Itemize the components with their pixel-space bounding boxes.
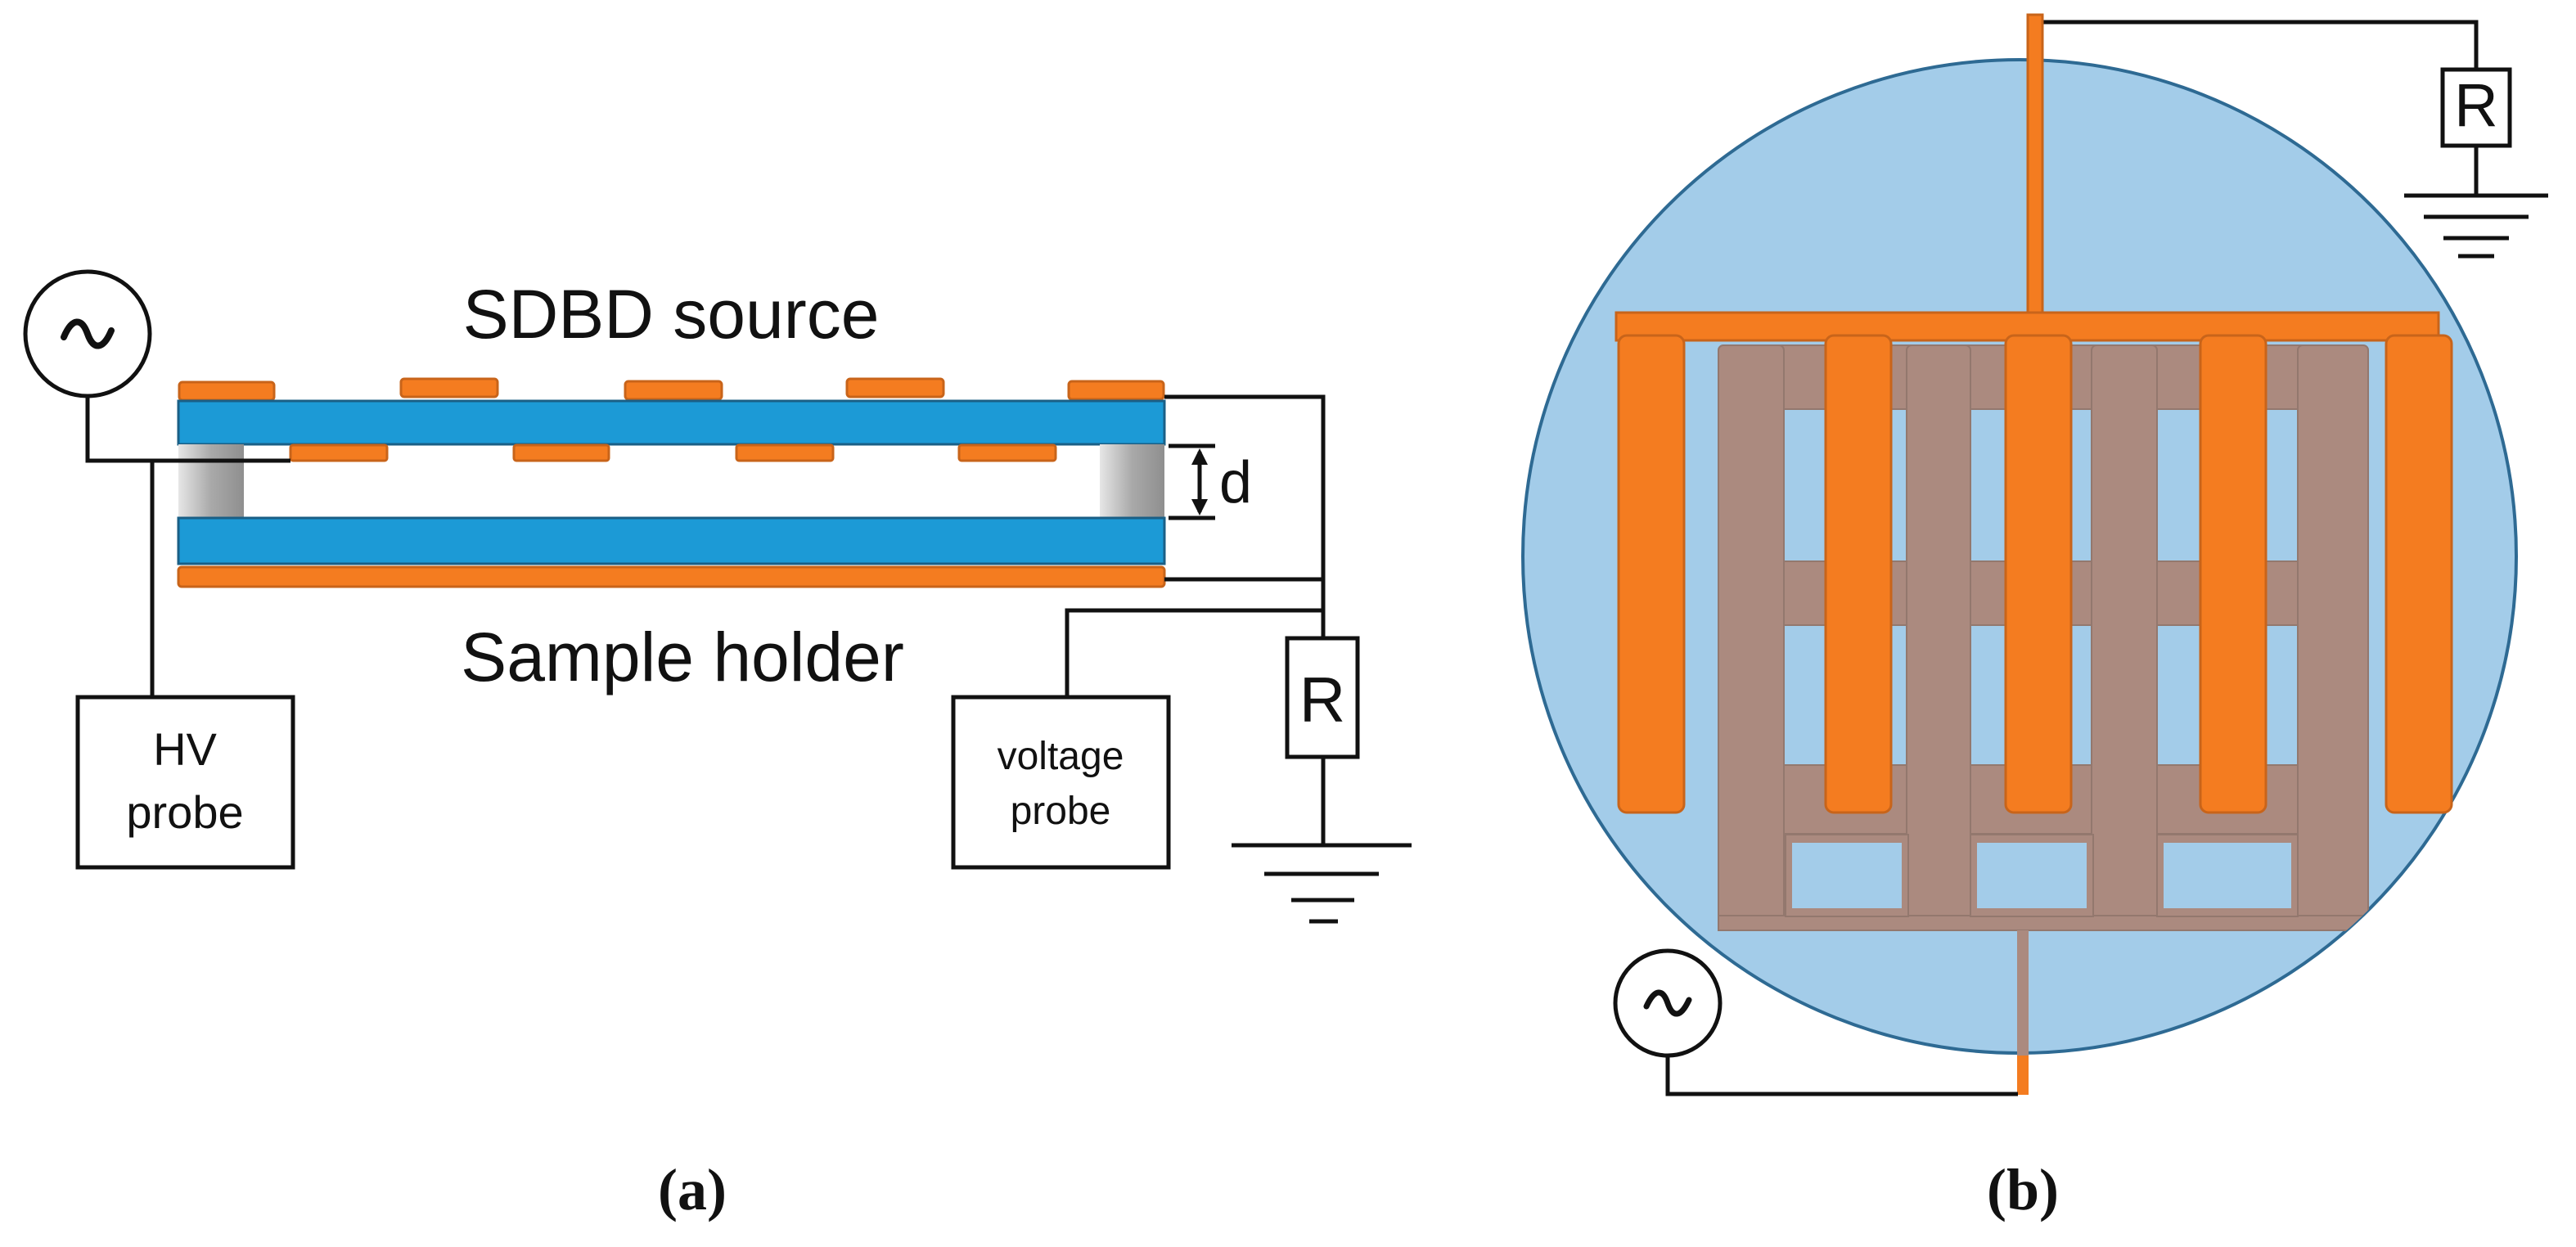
electrode-finger [2199,334,2268,814]
resistor-label-b: R [2454,71,2497,139]
ground-icon [1232,843,1412,924]
electrode-lead-top [2026,13,2044,327]
electrode-finger [2004,334,2073,814]
caption-b: (b) [1987,1157,2059,1222]
mesh-lead-bottom [2017,930,2029,1094]
voltage-probe-label-line1: voltage [998,735,1124,778]
mesh-bar-vertical [1718,344,1785,931]
voltage-probe-box [951,695,1171,870]
electrode-finger [1617,334,1686,814]
mesh-bar-vertical [2297,344,2369,931]
lower-dielectric [177,516,1166,565]
gap-label: d [1219,450,1252,515]
hv-probe-box [75,695,295,870]
top-electrode [1067,380,1165,401]
sdbd-source-label: SDBD source [463,276,880,353]
top-electrode [845,377,945,398]
electrode-finger [1824,334,1893,814]
mesh-openings [1792,843,2291,908]
top-wire-b [2033,20,2479,70]
ac-source-icon [1613,948,1723,1058]
right-spacer [1100,444,1164,518]
hv-wire [85,396,290,463]
ground-icon [2404,193,2548,259]
hv-probe-label-line2: probe [126,786,243,838]
bottom-electrodes [289,443,1057,462]
resistor-icon: R [1285,636,1360,759]
bottom-electrode [957,443,1057,462]
top-electrode [624,380,723,401]
bottom-electrode [735,443,835,462]
bottom-electrode [289,443,389,462]
mesh-bar-vertical [1906,344,1971,931]
mesh-opening [1792,843,1902,908]
upper-dielectric [177,399,1166,446]
hv-probe-label-line1: HV [153,723,217,775]
mesh-bar-vertical [2091,344,2158,931]
sample-holder-label: Sample holder [461,619,904,696]
electrode-finger [2385,334,2453,814]
top-electrode [399,377,499,398]
resistor-label-a: R [1299,664,1345,736]
electrode-lead-bottom [2017,1056,2029,1095]
voltage-probe-wire [1065,608,1323,697]
mesh-bar-bottom [1718,915,2369,931]
left-spacer [178,444,244,518]
ground-wire-top [1164,394,1326,638]
caption-a: (a) [658,1157,727,1222]
sample-holder-electrode [177,565,1166,588]
panel-b: R [1521,13,2548,1222]
resistor-icon: R [2440,67,2512,148]
gap-dimension: d [1169,443,1252,520]
voltage-probe-label-line2: probe [1011,790,1111,833]
mesh-opening [1977,843,2087,908]
panel-a: SDBD source Sample holder [23,269,1412,1222]
source-wire-b [1665,1049,2018,1096]
comb-electrode [1615,13,2453,814]
top-electrodes [178,377,1165,402]
ac-source-icon [23,269,152,398]
bottom-electrode [512,443,610,462]
mesh-opening [2164,843,2291,908]
top-electrode [178,380,276,402]
